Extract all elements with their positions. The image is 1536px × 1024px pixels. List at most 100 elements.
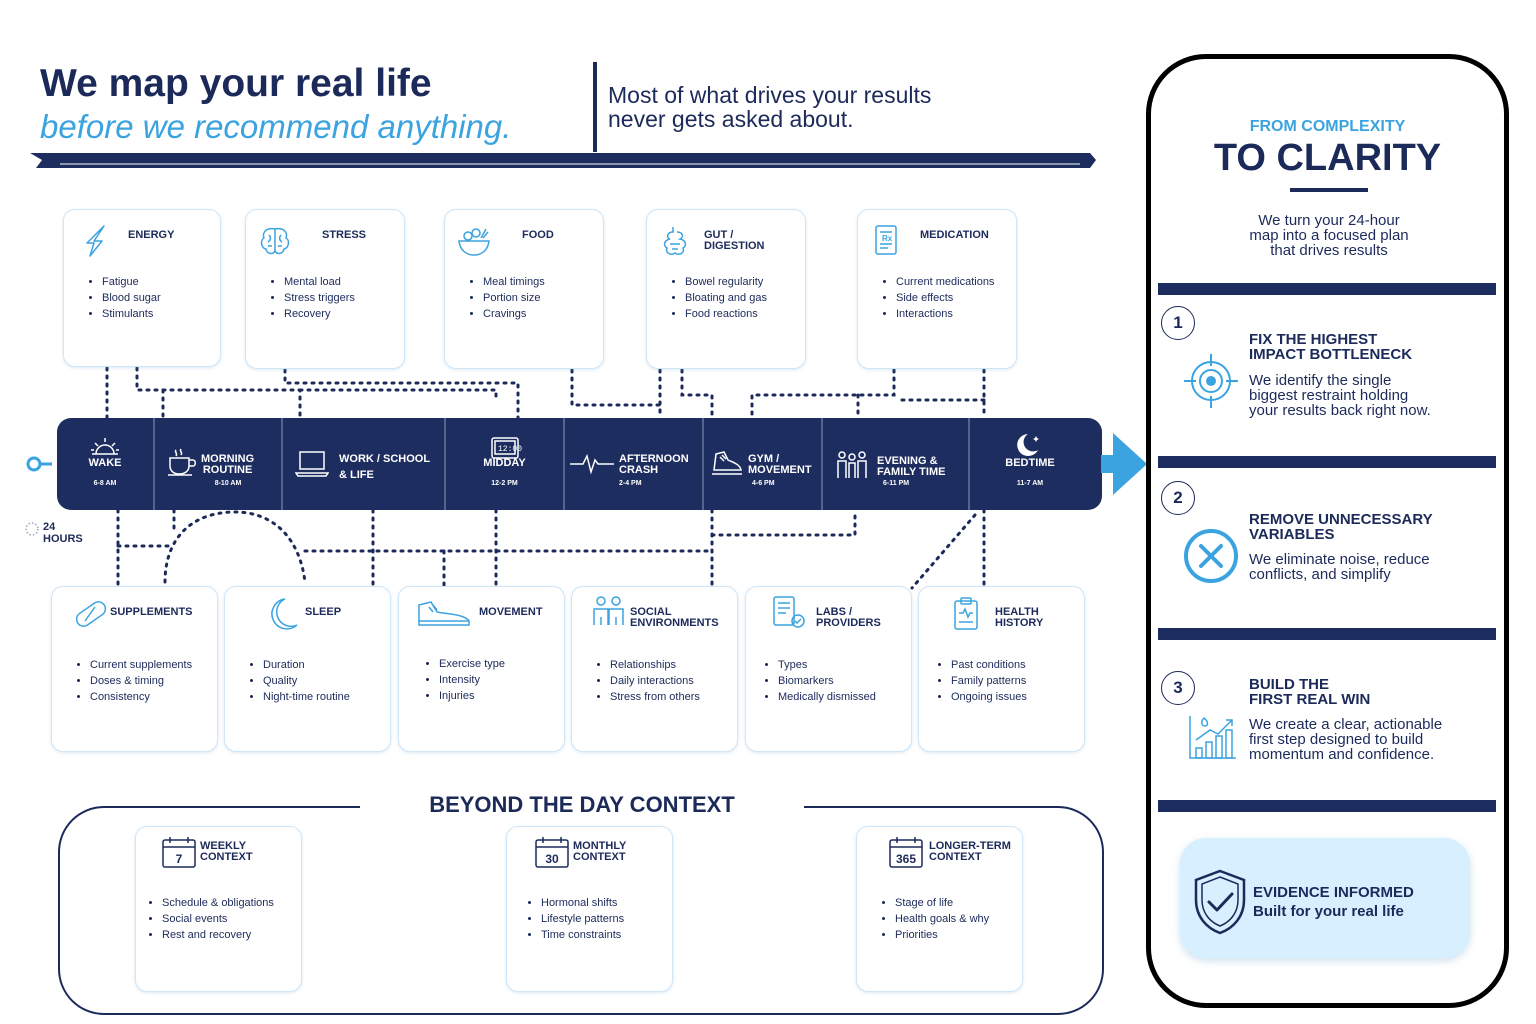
card-list: Bowel regularity Bloating and gas Food r… (669, 274, 767, 322)
list-item: Stress from others (610, 689, 700, 705)
step-number: 2 (1161, 481, 1195, 515)
segment-label: WAKE (88, 457, 122, 469)
list-item: Medically dismissed (778, 689, 876, 705)
tagline: Most of what drives your results never g… (608, 83, 998, 131)
segment-time: 8-10 AM (214, 480, 242, 487)
capsule-icon (75, 601, 107, 627)
tagline-line: Most of what drives your results (608, 82, 932, 108)
card-stress: STRESS Mental load Stress triggers Recov… (245, 209, 405, 369)
timeline-arrow-icon (1101, 433, 1147, 495)
brain-icon (260, 227, 290, 255)
clarity-intro: We turn your 24-hour map into a focused … (1249, 212, 1409, 259)
list-item: Past conditions (951, 657, 1027, 673)
x-circle-icon (1184, 529, 1238, 583)
title-divider (593, 62, 597, 152)
card-title: ENERGY (128, 229, 175, 241)
segment-divider (968, 418, 970, 510)
segment-label: BEDTIME (1005, 457, 1055, 469)
segment-divider (444, 418, 446, 510)
coffee-cup-icon (168, 448, 196, 476)
card-title: MEDICATION (920, 229, 989, 241)
list-item: Schedule & obligations (162, 895, 274, 911)
card-title: FOOD (522, 229, 554, 241)
list-item: Doses & timing (90, 673, 192, 689)
segment-label: EVENING &FAMILY TIME (877, 455, 946, 478)
digital-clock-icon: 12:00 (491, 437, 522, 459)
card-title: SLEEP (305, 606, 342, 618)
list-item: Time constraints (541, 927, 624, 943)
segment-divider (563, 418, 565, 510)
card-list: Fatigue Blood sugar Stimulants (86, 274, 161, 322)
calendar-number: 30 (545, 852, 559, 866)
list-item: Types (778, 657, 876, 673)
list-item: Bowel regularity (685, 274, 767, 290)
badge-title: EVIDENCE INFORMED (1253, 884, 1414, 901)
card-title: MOVEMENT (479, 606, 543, 618)
segment-work-school-life: WORK / SCHOOL& LIFE (283, 418, 444, 510)
page-subtitle: before we recommend anything. (40, 108, 512, 145)
list-item: Rest and recovery (162, 927, 274, 943)
list-item: Family patterns (951, 673, 1027, 689)
card-medication: Rx MEDICATION Current medications Side e… (857, 209, 1017, 369)
segment-time: 6-11 PM (883, 480, 910, 487)
segment-divider (281, 418, 283, 510)
tagline-line: never gets asked about. (608, 106, 854, 132)
list-item: Quality (263, 673, 350, 689)
crescent-moon-icon (271, 598, 298, 630)
card-title: LABS /PROVIDERS (816, 606, 881, 629)
list-item: Stimulants (102, 306, 161, 322)
segment-time: 2-4 PM (619, 480, 642, 487)
card-list: Schedule & obligations Social events Res… (146, 895, 274, 943)
card-list: Exercise type Intensity Injuries (423, 656, 505, 704)
step-number: 3 (1161, 671, 1195, 705)
clarity-underline (1290, 188, 1368, 192)
card-list: Current supplements Doses & timing Consi… (74, 657, 192, 705)
page-title: We map your real life (40, 62, 432, 105)
food-bowl-icon (458, 228, 490, 256)
segment-divider (153, 418, 155, 510)
segment-time: 12-2 PM (491, 480, 518, 487)
segment-divider (821, 418, 823, 510)
list-item: Social events (162, 911, 274, 927)
card-title: SUPPLEMENTS (110, 606, 193, 618)
list-item: Exercise type (439, 656, 505, 672)
card-list: Duration Quality Night-time routine (247, 657, 350, 705)
lightning-icon (86, 225, 105, 257)
calendar-number: 7 (176, 852, 183, 866)
segment-time: 11-7 AM (1016, 480, 1044, 487)
clipboard-icon (954, 597, 978, 630)
list-item: Fatigue (102, 274, 161, 290)
sneaker-icon (418, 601, 470, 626)
list-item: Food reactions (685, 306, 767, 322)
clarity-title: TO CLARITY (1213, 137, 1442, 179)
sunrise-icon (91, 438, 119, 455)
segment-divider (702, 418, 704, 510)
timeline-start-node (26, 456, 52, 472)
clock-icon (25, 522, 39, 536)
list-item: Stress triggers (284, 290, 355, 306)
list-item: Injuries (439, 688, 505, 704)
card-food: FOOD Meal timings Portion size Cravings (444, 209, 604, 369)
list-item: Priorities (895, 927, 989, 943)
card-gut-digestion: GUT /DIGESTION Bowel regularity Bloating… (646, 209, 806, 369)
calendar-number: 365 (896, 852, 916, 866)
list-item: Recovery (284, 306, 355, 322)
list-item: Relationships (610, 657, 700, 673)
gut-icon (663, 227, 687, 255)
list-item: Stage of life (895, 895, 989, 911)
section-band (1158, 283, 1496, 295)
